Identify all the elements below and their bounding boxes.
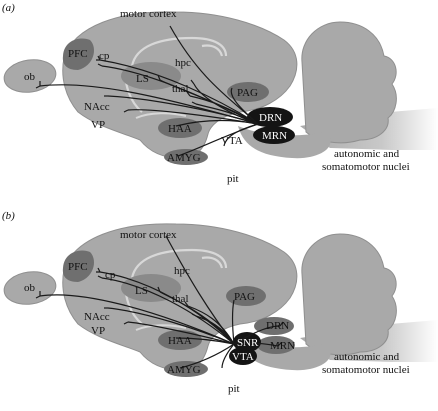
panel-b-snr-label: SNR	[237, 337, 259, 349]
panel-b-thal-label: thal	[172, 293, 189, 305]
panel-a-label: (a)	[2, 2, 15, 14]
panel-b-snr-region	[233, 332, 261, 352]
panel-b-haa-label: HAA	[168, 335, 192, 347]
panel-b-label: (b)	[2, 210, 15, 222]
panel-a-cp-label: cp	[99, 50, 110, 62]
panel-b-pag-region	[226, 286, 266, 306]
panel-a-terminal-ticks	[35, 55, 197, 113]
panel-b-terminal-ticks	[35, 267, 284, 347]
panel-a-haa-label: HAA	[168, 123, 192, 135]
panel-b-amyg-region	[164, 361, 208, 377]
panel-a-pfc-region	[62, 38, 94, 70]
panel-a: (a)	[0, 2, 438, 185]
panel-b-vp-label: VP	[91, 325, 105, 337]
panel-a-pfc-label: PFC	[68, 48, 88, 60]
panel-b-ls-label: LS	[135, 285, 148, 297]
panel-a-amyg-region	[164, 149, 208, 165]
panel-b-pfc-region	[62, 250, 94, 282]
panel-a-pag-label: PAG	[237, 87, 258, 99]
panel-a-ls-label: LS	[136, 73, 149, 85]
panel-a-drn-label: DRN	[259, 112, 282, 124]
panel-b-ob-label: ob	[24, 282, 36, 294]
panel-b-pituitary-stalk	[222, 370, 240, 382]
panel-b-pag-label: PAG	[234, 291, 255, 303]
panel-b-nuclei-label-line2: somatomotor nuclei	[322, 364, 410, 376]
panel-b-nuclei-label-line1: autonomic and	[334, 351, 400, 363]
panel-b: (b)	[0, 210, 438, 395]
panel-b-haa-region	[158, 330, 202, 350]
panel-a-fibers	[39, 25, 259, 157]
panel-a-motor-cortex-label: motor cortex	[120, 8, 177, 20]
panel-b-vta-label: VTA	[232, 351, 254, 363]
panel-a-nuclei-label-line1: autonomic and	[334, 148, 400, 160]
panel-b-hpc-label: hpc	[174, 265, 190, 277]
panel-a-nuclei-label-line2: somatomotor nuclei	[322, 161, 410, 173]
panel-a-thal-label: thal	[172, 83, 189, 95]
panel-a-vta-label: VTA	[221, 135, 243, 147]
panel-a-vp-label: VP	[91, 119, 105, 131]
panel-b-motor-cortex-label: motor cortex	[120, 229, 177, 241]
panel-a-pag-region	[227, 82, 269, 102]
panel-b-mrn-label: MRN	[270, 340, 295, 352]
panel-b-pfc-label: PFC	[68, 261, 88, 273]
panel-b-brain-outline	[0, 222, 438, 372]
panel-b-drn-label: DRN	[266, 320, 289, 332]
panel-b-pit-label: pit	[228, 383, 240, 395]
panel-a-amyg-label: AMYG	[167, 152, 201, 164]
panel-a-drn-region	[247, 107, 293, 127]
panel-a-mrn-label: MRN	[262, 130, 287, 142]
panel-a-pit-label: pit	[227, 173, 239, 185]
panel-a-hpc-label: hpc	[175, 57, 191, 69]
panel-b-mrn-region	[257, 336, 295, 354]
panel-b-vta-region	[229, 347, 257, 365]
panel-b-cp-label: cp	[105, 269, 116, 281]
panel-a-ob-label: ob	[24, 71, 36, 83]
panel-b-amyg-label: AMYG	[167, 364, 201, 376]
panel-b-fibers	[39, 235, 281, 369]
panel-a-pituitary-stalk	[222, 160, 240, 172]
panel-a-nacc-label: NAcc	[84, 101, 110, 113]
panel-b-nacc-label: NAcc	[84, 311, 110, 323]
panel-a-mrn-region	[253, 126, 295, 144]
